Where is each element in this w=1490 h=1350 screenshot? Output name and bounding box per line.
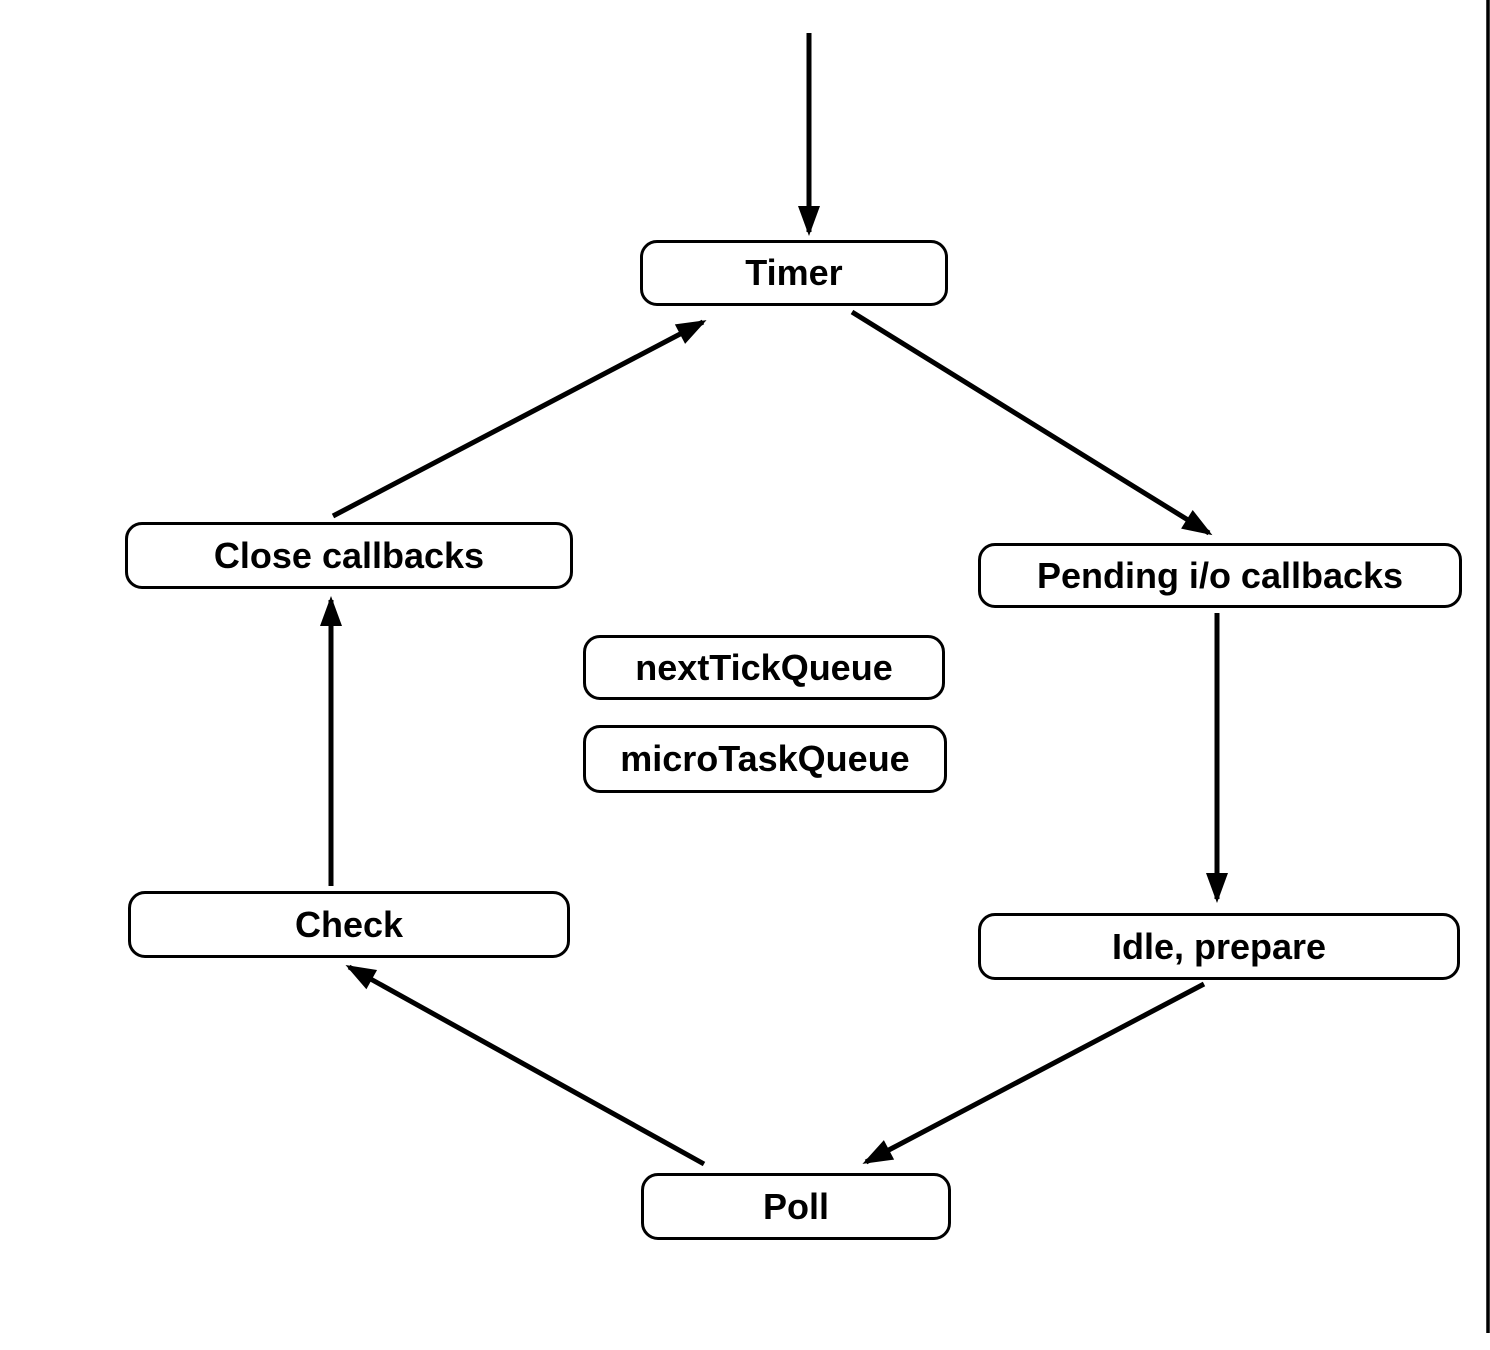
node-next-tick-queue: nextTickQueue [583, 635, 945, 700]
node-check: Check [128, 891, 570, 958]
node-close-callbacks: Close callbacks [125, 522, 573, 589]
node-micro-task-queue-label: microTaskQueue [620, 738, 910, 779]
node-idle-prepare-label: Idle, prepare [1111, 925, 1327, 967]
node-pending-io-callbacks: Pending i/o callbacks [978, 543, 1462, 608]
node-close-callbacks-label: Close callbacks [213, 534, 485, 576]
arrow-timer-to-pending [850, 309, 1213, 536]
arrow-idle-to-poll [862, 981, 1206, 1165]
arrow-poll-to-check [345, 964, 706, 1167]
node-timer-label: Timer [745, 252, 843, 293]
node-pending-io-callbacks-label: Pending i/o callbacks [1036, 554, 1404, 596]
node-poll-label: Poll [762, 1185, 829, 1227]
arrow-close-to-timer [331, 319, 707, 519]
node-poll: Poll [641, 1173, 951, 1240]
node-check-label: Check [294, 903, 404, 945]
node-next-tick-queue-label: nextTickQueue [635, 646, 893, 688]
node-micro-task-queue: microTaskQueue [583, 725, 947, 793]
node-idle-prepare: Idle, prepare [978, 913, 1460, 980]
node-timer: Timer [640, 240, 948, 306]
